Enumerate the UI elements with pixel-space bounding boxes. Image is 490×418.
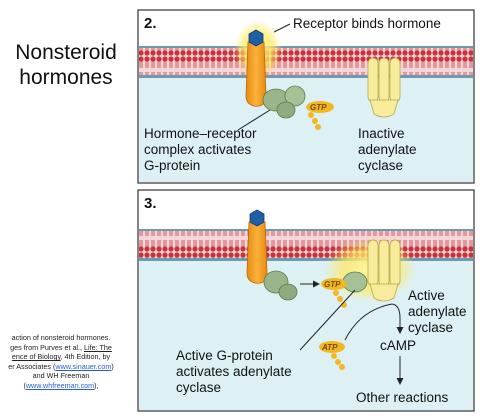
caption-line-6-post: ), (94, 380, 99, 390)
inactive-label-line-1: Inactive (358, 126, 405, 141)
panel-3-number: 3. (144, 195, 157, 212)
inactive-label-line-2: adenylate (358, 142, 417, 157)
inactive-label-line-3: cyclase (358, 158, 403, 173)
g-protein-beta-gamma (263, 270, 298, 301)
caption-line-3: ence of Biology, 4th Edition, by (0, 352, 122, 362)
atp-molecule: ATP (319, 341, 345, 370)
inactive-adenylate-cyclase (367, 57, 401, 118)
caption-line-4-pre: er Associates ( (8, 361, 56, 371)
complex-label-line-1: Hormone–receptor (144, 126, 257, 141)
figure-caption: action of nonsteroid hormones. ges from … (0, 333, 122, 391)
caption-line-5: and WH Freeman (32, 371, 90, 381)
active-label-line-2: adenylate (408, 304, 467, 319)
page-title: Nonsteroid hormones (12, 40, 120, 90)
gtp-tag-3: GTP (324, 280, 341, 289)
caption-book-title-part2: ence of Biology (11, 352, 61, 362)
caption-line-6: (www.whfreeman.com), (0, 381, 122, 391)
title-line-2: hormones (19, 66, 113, 89)
caption-line-2: ges from Purves et al., Life: The (0, 343, 122, 353)
whfreeman-link[interactable]: www.whfreeman.com (25, 380, 95, 390)
complex-label-line-3: G-protein (144, 158, 200, 173)
panel-2-membrane-bottom (139, 75, 473, 78)
gprotein-label-line-2: activates adenylate (176, 364, 292, 379)
active-adenylate-cyclase (367, 239, 401, 302)
panel-3: 3. GTP Active adenylate (137, 189, 475, 412)
caption-line-4-post: ) (111, 361, 114, 371)
caption-line-2-pre: ges from Purves et al., (10, 342, 85, 352)
g-protein-leader-line (299, 289, 356, 351)
caption-line-6-pre: ( (23, 380, 26, 390)
panel-2-membrane (139, 48, 473, 76)
complex-label-line-2: complex activates (144, 142, 252, 157)
complex-leader-line (237, 109, 271, 131)
panel-2-number: 2. (144, 15, 157, 32)
title-line-1: Nonsteroid (15, 41, 117, 64)
active-label-line-3: cyclase (408, 320, 453, 335)
gtp-molecule: GTP (306, 101, 334, 130)
receptor-protein (245, 41, 267, 107)
other-reactions-label: Other reactions (356, 390, 449, 405)
panel-2: 2. Receptor binds hormone GTP (137, 9, 475, 184)
hormone-molecule (248, 29, 264, 47)
active-label-line-1: Active (408, 288, 445, 303)
caption-line-1: action of nonsteroid hormones. (11, 333, 111, 342)
caption-line-3-post: , 4th Edition, by (60, 352, 111, 362)
caption-line-4: er Associates (www.sinauer.com) (0, 362, 122, 372)
panel-3-membrane (139, 231, 473, 259)
gtp-molecule-3: GTP (321, 278, 347, 308)
sinauer-link[interactable]: www.sinauer.com (55, 361, 112, 371)
hormone-molecule-3 (249, 209, 265, 227)
atp-tag: ATP (321, 343, 338, 352)
g-protein (262, 85, 306, 119)
atp-to-camp-arrow (344, 303, 404, 341)
panel-3-membrane-bottom (139, 258, 473, 261)
panel-2-cytoplasm (139, 66, 473, 182)
camp-label: cAMP (380, 338, 416, 353)
caption-book-title-part1: Life: The (84, 342, 112, 352)
gprotein-label-line-1: Active G-protein (176, 348, 273, 363)
active-g-alpha (342, 271, 368, 293)
gprotein-label-line-3: cyclase (176, 380, 221, 395)
receptor-leader-line (273, 23, 291, 33)
receptor-protein-3 (246, 221, 268, 284)
panel-3-cytoplasm (139, 249, 473, 410)
receptor-binds-label: Receptor binds hormone (293, 16, 441, 31)
gtp-tag: GTP (310, 103, 327, 112)
